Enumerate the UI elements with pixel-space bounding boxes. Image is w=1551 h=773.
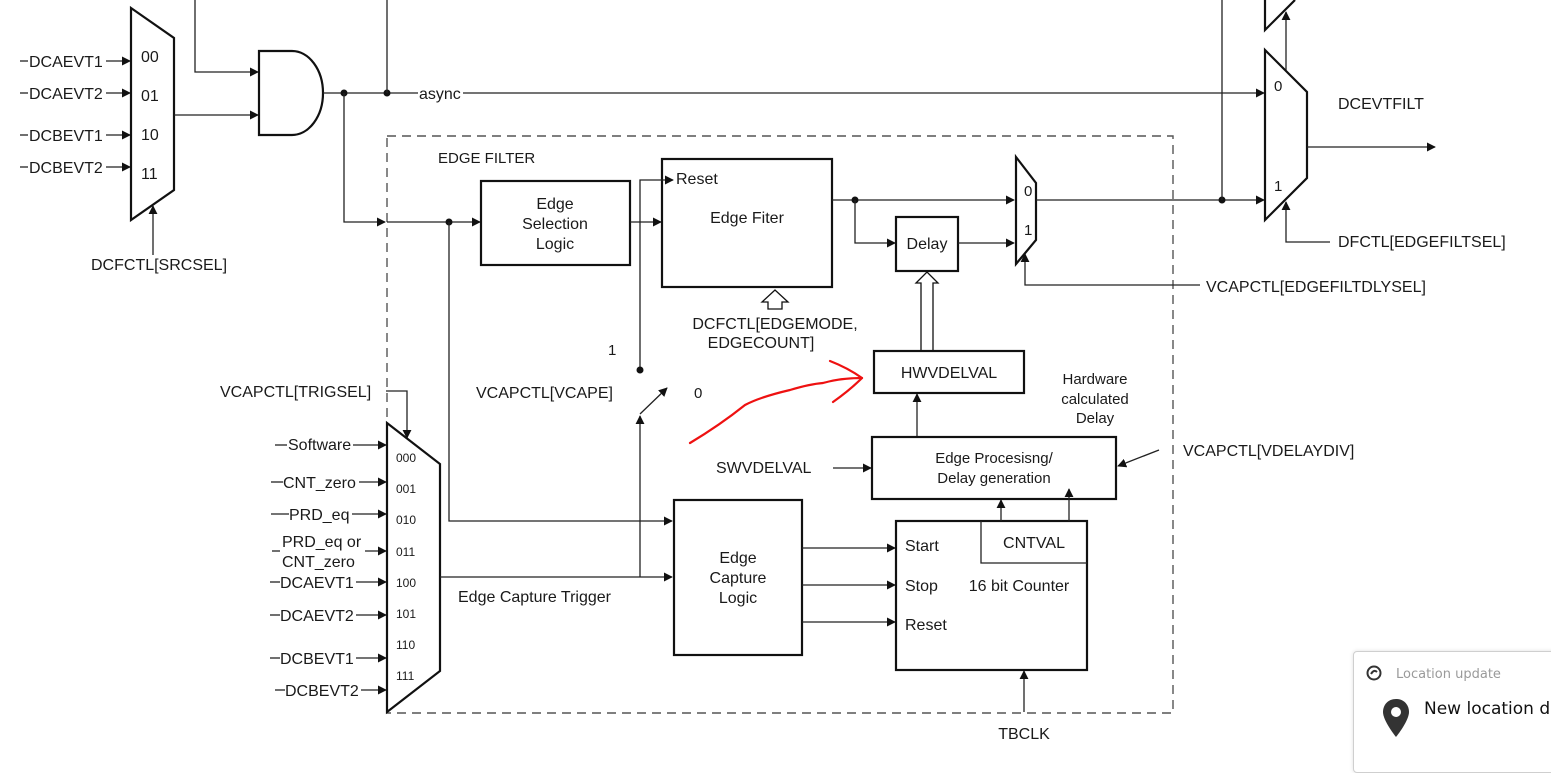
src-mux-code-01: 01 xyxy=(141,88,159,105)
swvdelval-label: SWVDELVAL xyxy=(716,460,812,477)
svg-text:1: 1 xyxy=(608,342,616,359)
svg-text:PRD_eq: PRD_eq xyxy=(289,507,349,524)
dcevtfilt-label: DCEVTFILT xyxy=(1338,96,1424,113)
upper-mux-partial xyxy=(1263,0,1296,33)
svg-text:110: 110 xyxy=(396,638,415,652)
edge-processing-block: Edge Procesisng/ Delay generation xyxy=(870,435,1118,501)
svg-text:010: 010 xyxy=(396,513,416,527)
edge-filter-title: EDGE FILTER xyxy=(438,150,535,167)
delay-select-mux: 0 1 xyxy=(1014,153,1038,268)
svg-text:1: 1 xyxy=(1274,178,1282,195)
svg-text:DCAEVT1: DCAEVT1 xyxy=(280,575,354,592)
hw-calc-delay-line1: Hardware xyxy=(1062,371,1127,388)
svg-text:DCAEVT2: DCAEVT2 xyxy=(280,608,354,625)
edge-filter-label: Edge Fiter xyxy=(710,210,784,227)
edge-filter-block: Reset Edge Fiter xyxy=(660,157,834,289)
edge-filter-reset-port: Reset xyxy=(676,171,718,188)
svg-text:111: 111 xyxy=(396,669,415,683)
svg-text:0: 0 xyxy=(1274,78,1282,95)
svg-text:Edge: Edge xyxy=(719,550,756,567)
svg-text:PRD_eq or: PRD_eq or xyxy=(282,534,362,551)
svg-text:101: 101 xyxy=(396,607,416,621)
counter-label: 16 bit Counter xyxy=(969,578,1070,595)
src-input-dcaevt2: DCAEVT2 xyxy=(29,86,103,103)
svg-text:011: 011 xyxy=(396,545,415,559)
svg-text:Delay generation: Delay generation xyxy=(937,470,1050,487)
source-mux: 00 01 10 11 xyxy=(129,5,176,223)
svg-text:DCBEVT1: DCBEVT1 xyxy=(280,651,354,668)
output-mux: 0 1 xyxy=(1263,47,1309,223)
edge-capture-trigger-label: Edge Capture Trigger xyxy=(458,589,612,606)
svg-text:Logic: Logic xyxy=(719,590,757,607)
trigsel-label: VCAPCTL[TRIGSEL] xyxy=(220,384,371,401)
edgemode-label-line2: EDGECOUNT] xyxy=(708,335,815,352)
svg-text:CNT_zero: CNT_zero xyxy=(283,475,356,492)
app-swirl-icon xyxy=(1366,665,1382,681)
svg-text:0: 0 xyxy=(694,385,702,402)
cntval-label: CNTVAL xyxy=(1003,535,1065,552)
svg-text:DCBEVT2: DCBEVT2 xyxy=(285,683,359,700)
toast-title: Location update xyxy=(1396,667,1501,682)
svg-text:Edge: Edge xyxy=(536,196,573,213)
counter-block: Start Stop Reset CNTVAL 16 bit Counter xyxy=(894,519,1089,672)
trigger-mux-inputs: Software CNT_zero PRD_eq PRD_eq or CNT_z… xyxy=(270,437,387,700)
async-path: async xyxy=(323,0,1265,227)
src-input-dcbevt2: DCBEVT2 xyxy=(29,160,103,177)
vdelaydiv-label: VCAPCTL[VDELAYDIV] xyxy=(1183,443,1354,460)
src-input-dcbevt1: DCBEVT1 xyxy=(29,128,103,145)
svg-text:Logic: Logic xyxy=(536,236,574,253)
svg-text:Edge Procesisng/: Edge Procesisng/ xyxy=(935,450,1053,467)
svg-text:0: 0 xyxy=(1024,183,1032,200)
src-mux-code-00: 00 xyxy=(141,49,159,66)
edgefiltsel-label: DFCTL[EDGEFILTSEL] xyxy=(1338,234,1506,251)
vcape-switch: 1 0 VCAPCTL[VCAPE] xyxy=(476,342,702,577)
hw-calc-delay-line2: calculated xyxy=(1061,391,1129,408)
svg-text:1: 1 xyxy=(1024,222,1032,239)
edge-capture-logic-block: Edge Capture Logic xyxy=(672,498,804,657)
svg-text:CNT_zero: CNT_zero xyxy=(282,554,355,571)
and-gate xyxy=(174,0,325,137)
srcsel-label: DCFCTL[SRCSEL] xyxy=(91,257,227,274)
src-input-dcaevt1: DCAEVT1 xyxy=(29,54,103,71)
tbclk-label: TBCLK xyxy=(998,726,1050,743)
svg-text:001: 001 xyxy=(396,482,416,496)
trigger-select-mux: 000 001 010 011 100 101 110 111 xyxy=(385,420,442,715)
svg-text:Selection: Selection xyxy=(522,216,588,233)
svg-text:Delay: Delay xyxy=(907,236,948,253)
hwvdelval-hollow-arrow xyxy=(914,271,940,350)
hw-calc-delay-line3: Delay xyxy=(1076,410,1115,427)
toast-message: New location det xyxy=(1424,699,1551,719)
red-annotation-arrow xyxy=(688,359,864,445)
delay-block: Delay xyxy=(894,215,960,273)
location-update-toast[interactable]: Location update New location det xyxy=(1353,651,1551,773)
location-pin-icon xyxy=(1383,699,1409,737)
svg-text:Stop: Stop xyxy=(905,578,938,595)
edgefiltdlysel-label: VCAPCTL[EDGEFILTDLYSEL] xyxy=(1206,279,1426,296)
edgemode-label-line1: DCFCTL[EDGEMODE, xyxy=(692,316,857,333)
svg-text:Capture: Capture xyxy=(710,570,767,587)
hwvdelval-block: HWVDELVAL xyxy=(872,349,1026,395)
svg-text:HWVDELVAL: HWVDELVAL xyxy=(901,365,997,382)
src-mux-code-10: 10 xyxy=(141,127,159,144)
source-mux-inputs: DCAEVT1 DCAEVT2 DCBEVT1 DCBEVT2 DCFCTL[S… xyxy=(20,54,227,274)
svg-text:Start: Start xyxy=(905,538,939,555)
edge-selection-logic-block: Edge Selection Logic xyxy=(479,179,632,267)
svg-text:100: 100 xyxy=(396,576,416,590)
async-label: async xyxy=(419,86,461,103)
vcape-label: VCAPCTL[VCAPE] xyxy=(476,385,613,402)
svg-text:Reset: Reset xyxy=(905,617,947,634)
svg-text:Software: Software xyxy=(288,437,351,454)
src-mux-code-11: 11 xyxy=(141,166,158,183)
edgemode-hollow-arrow xyxy=(760,289,790,310)
svg-text:000: 000 xyxy=(396,451,416,465)
